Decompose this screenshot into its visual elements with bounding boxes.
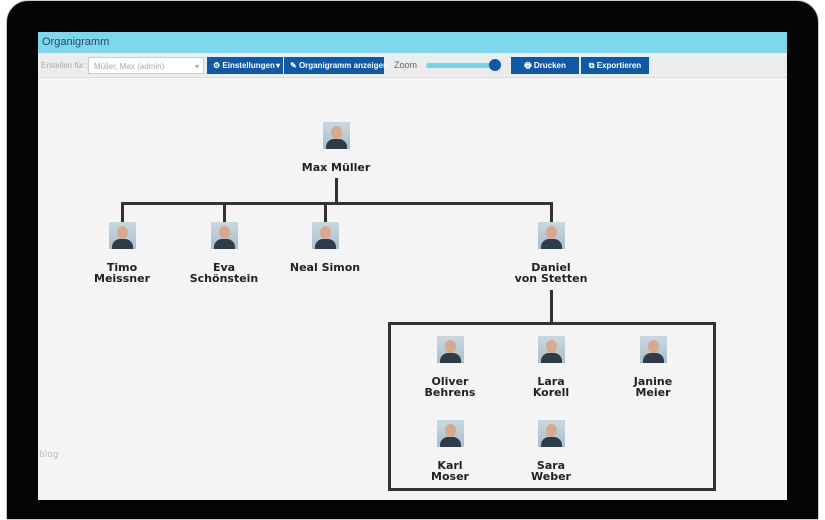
show-label: Organigramm anzeigen [298, 61, 388, 70]
person-name: Karl Moser [431, 459, 469, 483]
connector [550, 202, 553, 222]
connector [223, 202, 226, 222]
person-name: Daniel von Stetten [514, 261, 588, 285]
org-node[interactable]: Karl Moser [390, 420, 510, 482]
print-label: Drucken [533, 61, 566, 70]
export-label: Exportieren [596, 61, 642, 70]
org-node[interactable]: Sara Weber [491, 420, 611, 482]
org-node[interactable]: Timo Meissner [62, 222, 182, 284]
toolbar: Erstellen für : Müller, Max (admin) ▾ ⚙ E… [38, 53, 787, 78]
export-button[interactable]: ⧉ Exportieren [581, 57, 649, 74]
chevron-down-icon[interactable]: ▾ [275, 61, 280, 70]
org-node[interactable]: Max Müller [276, 122, 396, 173]
print-button[interactable]: 🖶 Drucken [511, 57, 579, 74]
zoom-slider-handle[interactable] [489, 59, 501, 71]
org-node[interactable]: Neal Simon [265, 222, 385, 273]
avatar [322, 122, 350, 149]
person-name: Max Müller [301, 161, 371, 174]
settings-button[interactable]: ⚙ Einstellungen▾ [207, 57, 283, 74]
settings-label: Einstellungen [222, 61, 275, 70]
watermark-text: blog [39, 450, 59, 460]
connector [324, 202, 327, 222]
connector [550, 290, 553, 322]
chevron-down-icon: ▾ [194, 62, 199, 71]
avatar [537, 222, 565, 249]
person-name: Janine Meier [633, 375, 673, 399]
person-name: Timo Meissner [94, 261, 150, 285]
zoom-label: Zoom [394, 60, 418, 70]
create-for-value: Müller, Max (admin) [94, 62, 165, 71]
avatar [210, 222, 238, 249]
org-node[interactable]: Janine Meier [593, 336, 713, 398]
person-name: Lara Korell [532, 375, 570, 399]
window-title: Organigramm [38, 32, 787, 53]
printer-icon: 🖶 [524, 61, 534, 70]
team-group-box [388, 322, 716, 491]
create-for-select[interactable]: Müller, Max (admin) ▾ [88, 57, 204, 74]
org-node[interactable]: Lara Korell [491, 336, 611, 398]
connector [121, 202, 124, 222]
connector [335, 178, 338, 204]
person-name: Sara Weber [531, 459, 571, 483]
edit-icon: ✎ [290, 61, 299, 70]
org-node[interactable]: Oliver Behrens [390, 336, 510, 398]
org-node[interactable]: Eva Schönstein [164, 222, 284, 284]
org-node[interactable]: Daniel von Stetten [491, 222, 611, 284]
avatar [537, 336, 565, 363]
person-name: Oliver Behrens [424, 375, 476, 399]
avatar [537, 420, 565, 447]
zoom-slider[interactable] [426, 63, 498, 68]
avatar [639, 336, 667, 363]
avatar [436, 336, 464, 363]
show-org-chart-button[interactable]: ✎ Organigramm anzeigen [284, 57, 388, 74]
person-name: Eva Schönstein [189, 261, 259, 285]
gear-icon: ⚙ [213, 61, 223, 70]
export-icon: ⧉ [588, 61, 597, 70]
avatar [108, 222, 136, 249]
connector [121, 202, 553, 205]
person-name: Neal Simon [289, 261, 361, 274]
avatar [436, 420, 464, 447]
app-window: Organigramm Erstellen für : Müller, Max … [38, 32, 787, 500]
create-for-label: Erstellen für : [41, 61, 89, 70]
avatar [311, 222, 339, 249]
